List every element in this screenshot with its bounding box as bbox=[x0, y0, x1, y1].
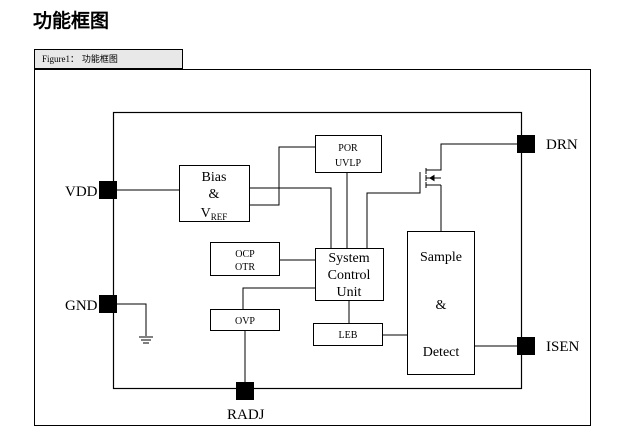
chip-boundary bbox=[112, 111, 523, 390]
isen-pin-pad bbox=[517, 337, 535, 355]
gnd-label: GND bbox=[65, 298, 98, 314]
radj-pin-pad bbox=[236, 382, 254, 400]
system-control-unit-block bbox=[315, 248, 384, 301]
sample-label: Sample bbox=[420, 250, 462, 265]
vdd-label: VDD bbox=[65, 184, 98, 200]
bias-block bbox=[179, 165, 250, 222]
figure-caption: 功能框图 bbox=[81, 55, 118, 65]
sample-amp: & bbox=[436, 298, 447, 313]
por-uvlp-block bbox=[315, 135, 382, 173]
figure-frame bbox=[34, 69, 591, 426]
ovp-label: OVP bbox=[235, 316, 255, 327]
vref-label: VREF bbox=[201, 206, 228, 222]
ocp-label: OCP bbox=[235, 249, 255, 260]
otr-label: OTR bbox=[235, 262, 255, 273]
vdd-pin-pad bbox=[99, 181, 117, 199]
ground-symbol bbox=[139, 336, 153, 344]
system-label: System bbox=[328, 251, 369, 266]
page-title: 功能框图 bbox=[33, 10, 110, 32]
sample-detect-block bbox=[407, 231, 475, 375]
control-label: Control bbox=[328, 268, 371, 283]
bias-label: Bias bbox=[202, 170, 227, 185]
isen-label: ISEN bbox=[546, 339, 580, 355]
figure-number: Figure1： bbox=[42, 54, 79, 64]
gnd-pin-pad bbox=[99, 295, 117, 313]
bias-amp: & bbox=[209, 187, 220, 202]
mosfet-symbol bbox=[419, 167, 442, 188]
detect-label: Detect bbox=[423, 345, 460, 360]
ocp-otr-block bbox=[210, 242, 280, 276]
vref-subscript: REF bbox=[211, 212, 228, 222]
leb-label: LEB bbox=[339, 330, 358, 341]
figure-tab: Figure1： 功能框图 bbox=[34, 49, 183, 69]
wiring bbox=[113, 143, 520, 383]
uvlp-label: UVLP bbox=[335, 158, 362, 169]
radj-label: RADJ bbox=[227, 407, 265, 423]
unit-label: Unit bbox=[337, 285, 362, 300]
drn-label: DRN bbox=[546, 137, 578, 153]
por-label: POR bbox=[338, 143, 358, 154]
drn-pin-pad bbox=[517, 135, 535, 153]
